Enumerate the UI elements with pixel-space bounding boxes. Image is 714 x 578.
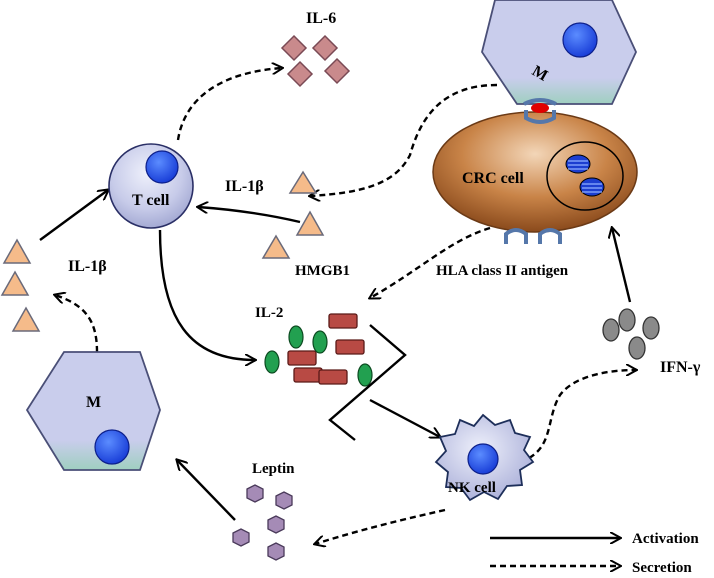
ifn-oval	[642, 316, 660, 340]
hmgb1-label: HMGB1	[295, 263, 350, 279]
nk-cell: NK cell	[434, 413, 535, 502]
leptin-hexagon	[246, 484, 264, 503]
il1b-triangle	[288, 170, 318, 194]
m-to-il1b-left-arrow	[55, 295, 99, 353]
il2-label: IL-2	[255, 305, 283, 321]
macrophage-left: M	[25, 351, 161, 471]
nucleus-icon	[94, 429, 130, 465]
macrophage-top-body	[481, 0, 637, 105]
hla-label: HLA class II antigen	[436, 263, 569, 279]
leptin-label: Leptin	[252, 461, 295, 477]
hla-receptor-icon	[504, 228, 562, 244]
crc-cell-label: CRC cell	[462, 170, 524, 187]
activation-arrows	[39, 190, 632, 538]
leptin-hexagon	[267, 542, 285, 561]
il1b-molecules	[0, 170, 325, 332]
legend-activation-label: Activation	[632, 531, 699, 547]
macrophage-top: M	[481, 0, 637, 105]
il1b-triangle	[261, 234, 291, 259]
hmgb1-rect	[335, 339, 365, 355]
il2-to-nkcell-arrow	[369, 398, 440, 437]
ifn-oval	[602, 318, 620, 342]
chromosome-icon	[565, 154, 605, 197]
crc-to-hmgb1-arrow	[370, 226, 491, 298]
tcell-to-il2-arrow	[158, 229, 255, 360]
macrophage-left-label: M	[86, 394, 101, 411]
m-to-il1b-arrow	[310, 83, 498, 196]
t-cell-label: T cell	[132, 192, 170, 209]
il6-molecules	[280, 34, 351, 88]
il2-oval	[264, 350, 280, 374]
hmgb1-molecules	[287, 313, 365, 385]
macrophage-top-label: M	[529, 62, 551, 84]
leptin-hexagon	[267, 515, 285, 534]
il6-diamond	[323, 57, 351, 85]
nucleus-icon	[562, 22, 598, 58]
hmgb1-rect	[318, 369, 348, 385]
mhc-receptor-icon	[523, 98, 557, 124]
il2-molecules	[264, 325, 373, 387]
il1b-triangle	[295, 210, 325, 236]
il6-label: IL-6	[306, 10, 336, 27]
il6-diamond	[311, 34, 339, 62]
legend-secretion-label: Secretion	[632, 560, 692, 576]
il1b-to-tcell-left-arrow	[39, 190, 108, 241]
ifn-to-crc-arrow	[612, 228, 632, 303]
t-cell: T cell	[108, 143, 194, 229]
macrophage-left-body	[25, 351, 161, 471]
nucleus-icon	[467, 443, 499, 475]
nk-cell-label: NK cell	[448, 480, 496, 496]
ifn-oval	[628, 336, 646, 360]
il6-diamond	[280, 34, 308, 62]
nk-to-ifn-arrow	[519, 370, 636, 464]
leptin-to-m-arrow	[177, 460, 236, 521]
nucleus-icon	[145, 150, 179, 184]
il1b-label-left: IL-1β	[68, 258, 107, 275]
ifn-oval	[618, 308, 636, 332]
il1b-triangle	[2, 238, 32, 264]
il1b-triangle	[11, 306, 41, 332]
hmgb1-rect	[287, 350, 317, 366]
leptin-hexagon	[275, 491, 293, 510]
nk-to-leptin-arrow	[315, 508, 446, 544]
il2-bracket	[328, 324, 407, 441]
crc-cell: CRC cell	[432, 98, 638, 244]
ifn-label: IFN-γ	[660, 359, 701, 376]
hmgb1-rect	[328, 313, 358, 329]
il1b-to-tcell-right-arrow	[198, 207, 301, 224]
il1b-triangle	[0, 270, 30, 296]
il2-oval	[357, 363, 373, 387]
il2-oval	[288, 325, 304, 349]
il6-diamond	[286, 60, 314, 88]
il2-oval	[312, 330, 328, 354]
crc-nucleus	[546, 141, 624, 211]
il1b-label-top: IL-1β	[225, 178, 264, 195]
leptin-molecules	[232, 484, 293, 561]
tcell-to-il6-arrow	[176, 68, 282, 141]
ifn-molecules	[602, 308, 660, 360]
secretion-arrows	[55, 68, 636, 566]
leptin-hexagon	[232, 528, 250, 547]
hmgb1-rect	[293, 367, 323, 383]
